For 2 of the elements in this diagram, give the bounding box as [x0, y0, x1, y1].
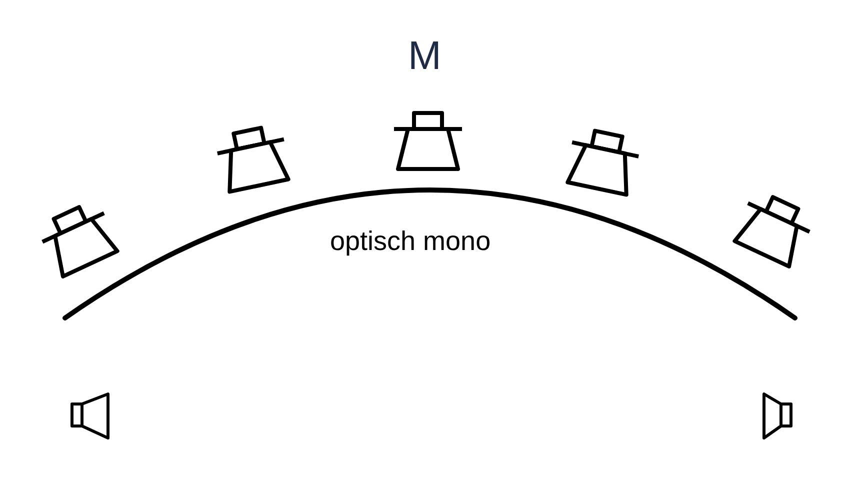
label: M — [408, 36, 442, 76]
label: optisch mono — [330, 228, 491, 255]
